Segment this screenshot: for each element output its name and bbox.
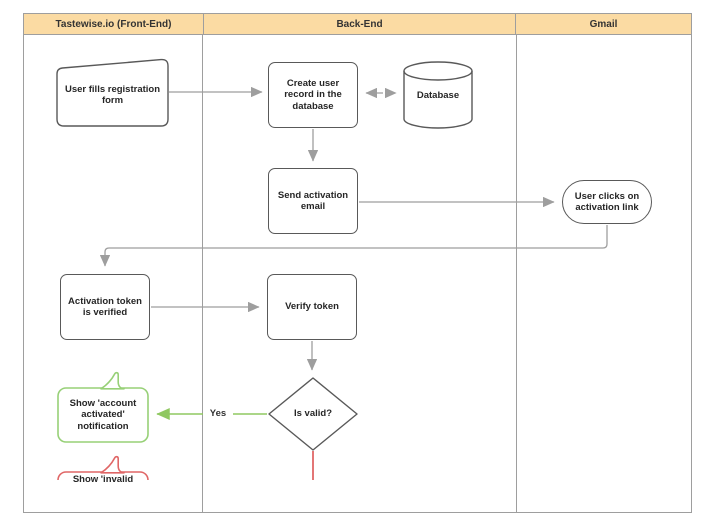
node-create-user-record: Create user record in the database [268, 62, 358, 128]
diagram-overlay [56, 58, 608, 480]
lane-header-backend: Back-End [203, 14, 516, 34]
node-send-activation-email: Send activation email [268, 168, 358, 234]
edge-label-yes: Yes [203, 406, 233, 421]
lane-header-gmail-label: Gmail [589, 18, 618, 30]
lane-divider-2 [516, 35, 517, 512]
node-send-activation-email-label: Send activation email [277, 189, 349, 213]
flowchart-page: { "lanes": [ { "label": "Tastewise.io (F… [23, 13, 692, 513]
node-activation-token-verified-label: Activation token is verified [68, 295, 142, 319]
node-verify-token-label: Verify token [285, 301, 339, 313]
arrow-click-link-to-token-verified [99, 225, 608, 267]
callout-activated-tail [100, 371, 125, 390]
lane-divider-1 [202, 35, 203, 512]
node-verify-token: Verify token [267, 274, 357, 340]
database-cylinder-body [403, 61, 473, 129]
decision-diamond-is-valid [268, 377, 358, 451]
lane-header-frontend: Tastewise.io (Front-End) [24, 14, 203, 34]
lane-header-row: Tastewise.io (Front-End) Back-End Gmail [24, 14, 691, 35]
node-user-clicks-activation-link-label: User clicks on activation link [574, 190, 640, 214]
callout-invalid-tail [100, 455, 125, 474]
lane-header-backend-label: Back-End [336, 18, 383, 30]
lane-header-gmail: Gmail [516, 14, 691, 34]
node-user-clicks-activation-link: User clicks on activation link [562, 180, 652, 224]
database-cylinder-lid [403, 70, 473, 81]
node-create-user-record-label: Create user record in the database [284, 77, 342, 112]
node-activation-token-verified: Activation token is verified [60, 274, 150, 340]
callout-activated-body [57, 387, 149, 443]
lane-header-frontend-label: Tastewise.io (Front-End) [55, 18, 172, 30]
manual-input-shape-registration [56, 58, 169, 127]
